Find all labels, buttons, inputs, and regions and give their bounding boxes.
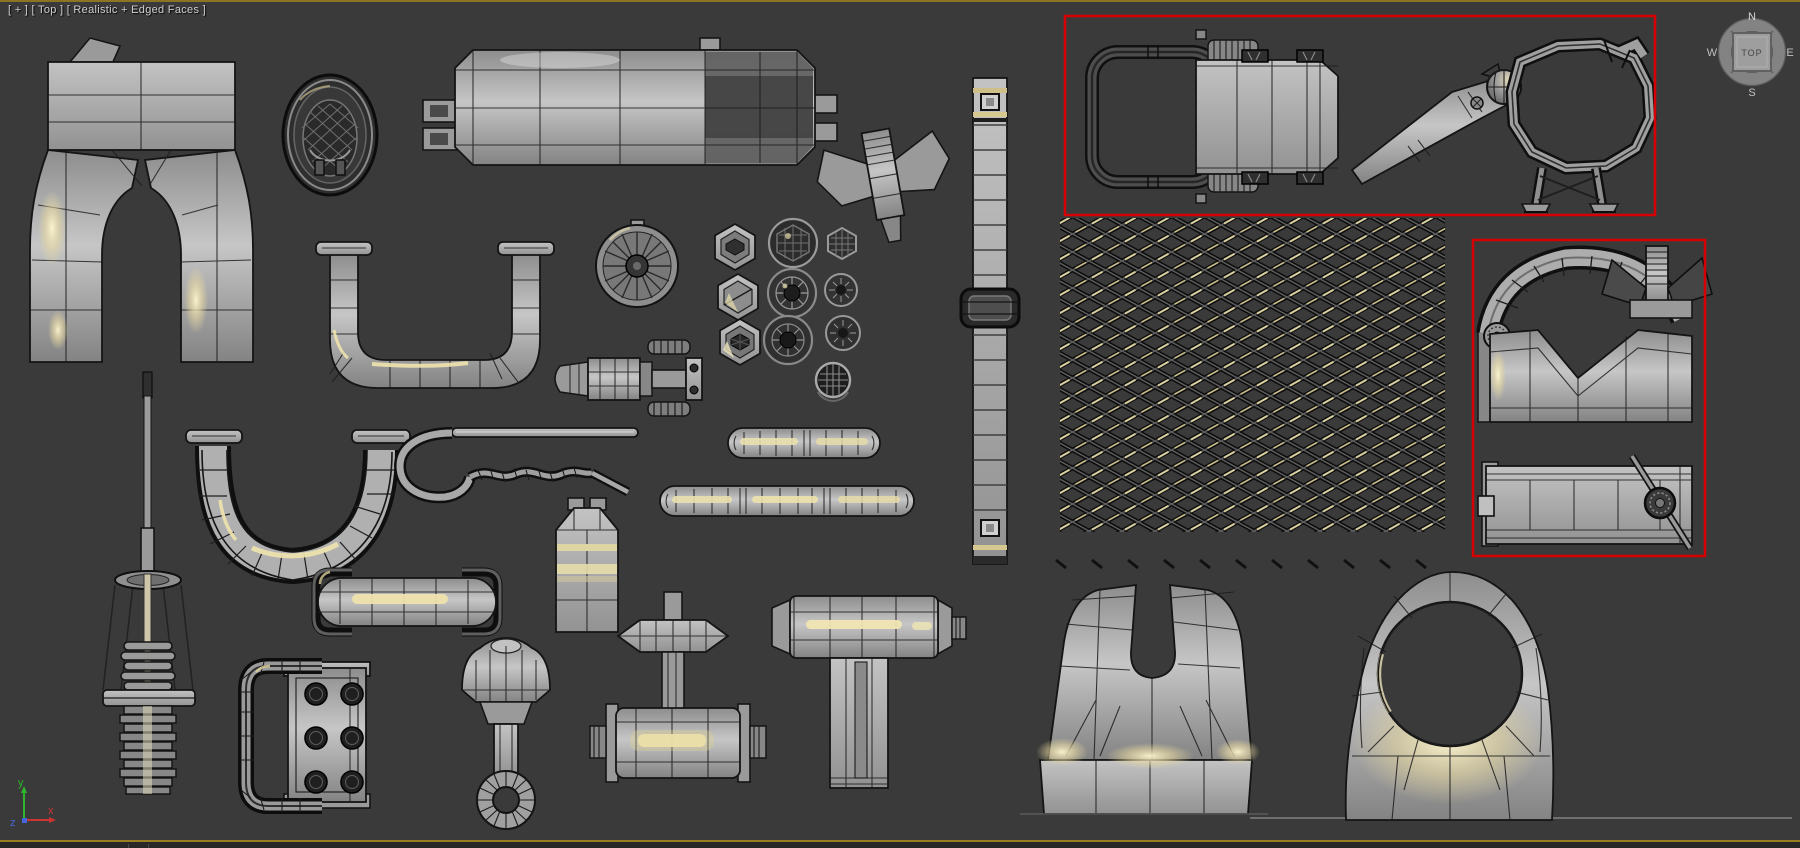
channel-box[interactable] <box>1477 454 1693 550</box>
hook-rod[interactable] <box>393 427 639 504</box>
viewcube-face-label: TOP <box>1741 48 1762 58</box>
small-gear-2[interactable] <box>825 315 861 351</box>
square-u-pipe[interactable] <box>315 241 555 389</box>
round-gear-1[interactable] <box>767 217 819 269</box>
pipe-clamp[interactable] <box>1476 245 1713 423</box>
valve-plunger[interactable] <box>461 637 551 830</box>
eye-mount[interactable] <box>1250 571 1792 821</box>
viewcube[interactable]: TOP N S W E <box>1707 11 1794 99</box>
ring-stand[interactable] <box>1505 35 1657 213</box>
antenna-mast[interactable] <box>102 371 196 795</box>
lever-arm[interactable] <box>1350 62 1522 186</box>
hex-nut-large-3[interactable] <box>719 317 761 367</box>
viewport-label-menu[interactable]: [ + ] [ Top ] [ Realistic + Edged Faces … <box>8 4 206 16</box>
hammer-tool[interactable] <box>771 595 967 789</box>
axis-x-label: x <box>48 805 54 817</box>
viewcube-west[interactable]: W <box>1707 47 1718 59</box>
wing-nut[interactable] <box>810 119 961 253</box>
hex-nut-large-2[interactable] <box>717 272 759 322</box>
timeline-tick <box>128 844 129 848</box>
mace-cylinder[interactable] <box>589 591 767 783</box>
viewcube-north[interactable]: N <box>1748 11 1756 23</box>
curved-u-pipe[interactable] <box>185 429 411 585</box>
round-gear-3[interactable] <box>762 314 814 366</box>
framed-capsule[interactable] <box>311 567 503 637</box>
bolt-plate[interactable] <box>238 658 371 814</box>
impeller-fan[interactable] <box>595 219 679 308</box>
world-axis-gizmo: y x z <box>10 777 56 829</box>
muffler[interactable] <box>422 37 838 166</box>
selection-box-1 <box>1063 14 1657 217</box>
mesh-cap[interactable] <box>281 73 379 197</box>
viewcube-top-face[interactable] <box>1732 32 1772 72</box>
selection-box-2 <box>1471 238 1707 558</box>
segmented-strap[interactable] <box>959 77 1021 565</box>
capsule-rod-short[interactable] <box>727 427 881 459</box>
mesh-dome-cap[interactable] <box>814 361 852 402</box>
axis-z-label: z <box>10 817 16 829</box>
viewport-active-border <box>0 0 1800 2</box>
small-gear-1[interactable] <box>824 273 858 307</box>
hex-nut-large-1[interactable] <box>714 222 756 272</box>
spark-plug[interactable] <box>554 339 703 417</box>
timeline-track[interactable] <box>0 840 1800 848</box>
round-gear-2[interactable] <box>766 267 818 319</box>
arch-yoke[interactable] <box>29 37 254 363</box>
timeline-tick <box>148 844 149 848</box>
clevis-mount[interactable] <box>1020 583 1268 815</box>
capsule-rod-long[interactable] <box>659 485 915 517</box>
viewcube-east[interactable]: E <box>1786 47 1793 59</box>
equipment-box[interactable] <box>1195 49 1339 185</box>
axis-y-label: y <box>18 777 24 789</box>
pill-container[interactable] <box>555 497 619 633</box>
hex-nut-small[interactable] <box>827 226 857 261</box>
viewcube-south[interactable]: S <box>1748 87 1755 99</box>
chain-link-mesh[interactable] <box>1055 218 1445 570</box>
